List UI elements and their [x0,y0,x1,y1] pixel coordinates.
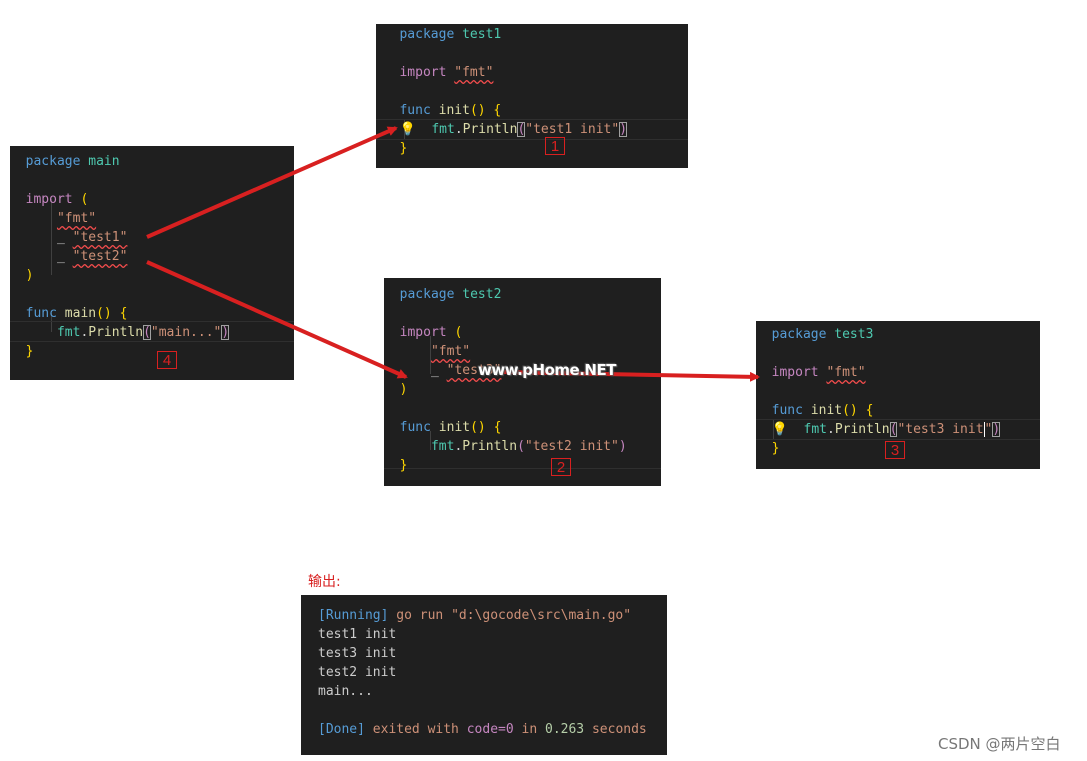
exit-code: code=0 [466,722,514,737]
test2-code-panel: package test2 import ( "fmt" _ "test3" )… [384,278,661,486]
package-name: test3 [834,327,874,342]
import-fmt: "fmt" [454,65,494,80]
keyword-package: package [25,154,81,169]
output-line: test2 init [318,665,397,680]
import-fmt: "fmt" [826,365,866,380]
package-name: main [88,154,120,169]
elapsed-time: 0.263 [545,722,585,737]
import-test2: "test2" [72,249,128,264]
print-arg-test2: "test2 init" [524,439,619,454]
marker-4: 4 [157,351,177,369]
lightbulb-icon[interactable]: 💡 [771,422,788,437]
print-arg-main: "main..." [150,325,222,340]
overlay-watermark: www.pHome.NET [478,361,616,379]
keyword-func: func [25,306,57,321]
output-terminal: [Running] go run "d:\gocode\src\main.go"… [301,595,667,755]
import-test3: "test3" [446,363,502,378]
package-name: test1 [462,27,502,42]
import-fmt: "fmt" [430,344,471,359]
func-main: main [64,306,97,321]
import-fmt: "fmt" [56,211,97,226]
lightbulb-icon[interactable]: 💡 [399,122,416,137]
marker-1: 1 [545,137,565,155]
running-tag: [Running] [318,608,389,623]
output-line: test1 init [318,627,397,642]
output-line: main... [318,684,373,699]
output-label: 输出: [308,574,341,590]
func-init: init [438,103,470,118]
import-test1: "test1" [72,230,128,245]
print-arg-test1: "test1 init" [525,122,620,137]
func-init: init [810,403,843,418]
main-code-panel: package main import ( "fmt" _ "test1" _ … [10,146,294,380]
keyword-import: import [25,192,73,207]
csdn-watermark: CSDN @两片空白 [938,735,1061,753]
package-name: test2 [462,287,502,302]
print-arg-test3: "test3 init [897,422,984,437]
running-command: go run "d:\gocode\src\main.go" [388,608,632,623]
test3-code-panel: package test3 import "fmt" func init() {… [756,321,1040,469]
done-tag: [Done] [318,722,365,737]
func-init: init [438,420,471,435]
marker-2: 2 [551,458,571,476]
test1-code-panel: package test1 import "fmt" func init() {… [376,24,688,168]
output-line: test3 init [318,646,397,661]
marker-3: 3 [885,441,905,459]
